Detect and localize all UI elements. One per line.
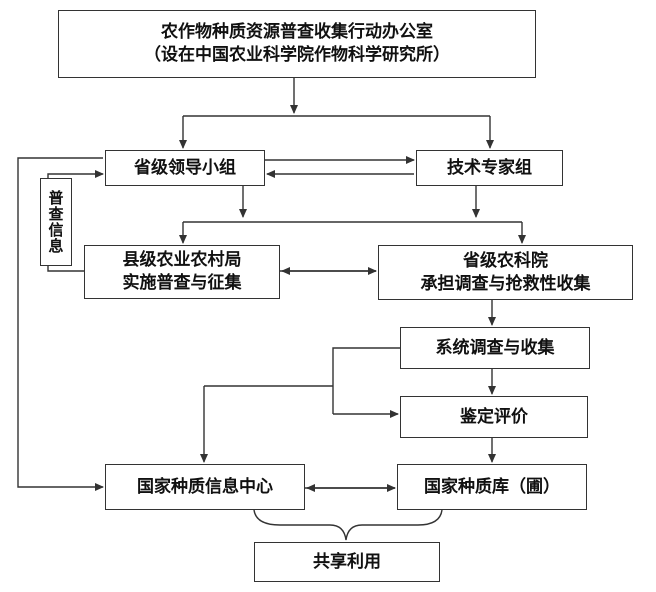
office-node: 农作物种质资源普查收集行动办公室 （设在中国农业科学院作物科学研究所） <box>58 10 536 78</box>
germplasm-bank-node: 国家种质库（圃） <box>397 464 587 510</box>
survey-info-label: 普查信息 <box>40 178 72 266</box>
office-line2: （设在中国农业科学院作物科学研究所） <box>144 45 450 65</box>
identification-label: 鉴定评价 <box>460 406 528 427</box>
county-bureau-line2: 实施普查与征集 <box>122 273 242 293</box>
office-line1: 农作物种质资源普查收集行动办公室 <box>161 22 433 43</box>
provincial-leadership-label: 省级领导小组 <box>134 157 236 178</box>
county-bureau-line1: 县级农业农村局 <box>122 250 242 271</box>
provincial-leadership-node: 省级领导小组 <box>105 150 265 186</box>
identification-node: 鉴定评价 <box>400 396 588 438</box>
leadership-to-info-center-line <box>17 157 104 491</box>
tech-experts-node: 技术专家组 <box>416 150 563 186</box>
provincial-academy-line1: 省级农科院 <box>463 250 548 271</box>
systematic-survey-label: 系统调查与收集 <box>435 337 555 358</box>
provincial-academy-node: 省级农科院 承担调查与抢救性收集 <box>378 245 633 300</box>
systematic-survey-node: 系统调查与收集 <box>400 327 590 369</box>
info-center-label: 国家种质信息中心 <box>137 476 273 497</box>
germplasm-bank-label: 国家种质库（圃） <box>424 476 560 497</box>
info-center-node: 国家种质信息中心 <box>105 464 305 510</box>
share-use-node: 共享利用 <box>254 542 440 582</box>
tech-experts-label: 技术专家组 <box>447 157 532 178</box>
brace-to-share <box>253 509 443 541</box>
county-bureau-node: 县级农业农村局 实施普查与征集 <box>84 245 280 299</box>
provincial-academy-line2: 承担调查与抢救性收集 <box>420 273 591 294</box>
survey-branch-line <box>332 347 400 414</box>
share-use-label: 共享利用 <box>313 551 381 572</box>
